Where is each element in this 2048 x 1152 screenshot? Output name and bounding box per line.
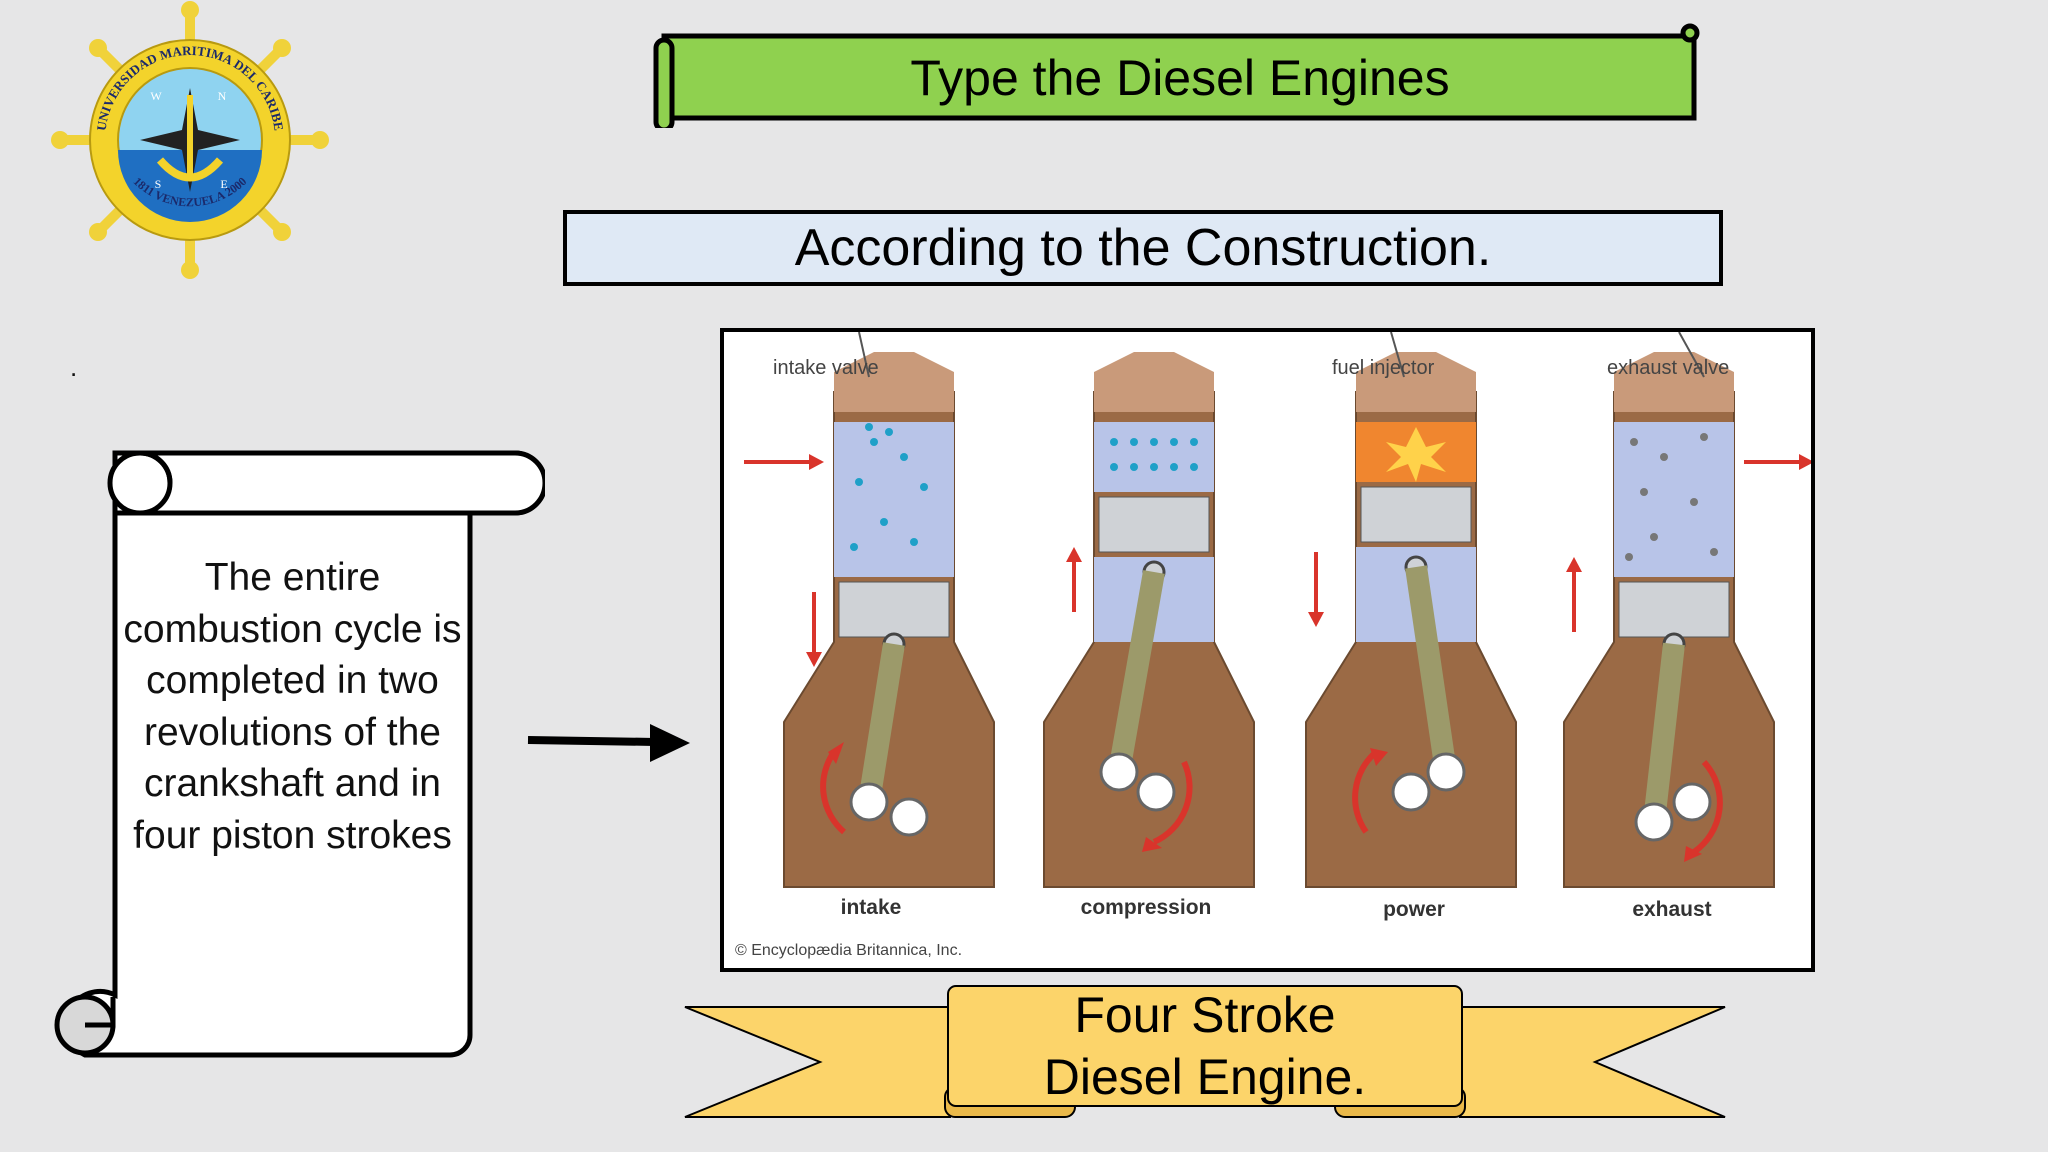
stage-label-intake: intake	[840, 896, 902, 919]
stage-exhaust-illustration	[1563, 332, 1811, 888]
stage-compression-illustration	[1043, 352, 1255, 888]
compass-e: E	[220, 177, 227, 191]
title-banner	[653, 23, 1700, 128]
scroll-text: The entire combustion cycle is completed…	[123, 556, 462, 857]
stage-intake-illustration	[744, 332, 995, 888]
scroll-shape	[54, 450, 545, 1058]
subtitle-box: According to the Construction.	[563, 210, 1723, 286]
label-intake-valve: intake valve	[773, 357, 879, 379]
compass-n: N	[218, 89, 227, 103]
ribbon-banner	[684, 985, 1726, 1118]
stage-label-power: power	[1383, 898, 1445, 921]
stage-power-illustration	[1305, 332, 1517, 888]
university-logo: UNIVERSIDAD MARITIMA DEL CARIBE 1811 VEN…	[51, 1, 329, 279]
ribbon-text: Four Stroke Diesel Engine.	[945, 984, 1465, 1108]
ribbon-line-2: Diesel Engine.	[1043, 1049, 1367, 1105]
compass-w: W	[150, 89, 162, 103]
label-fuel-injector: fuel injector	[1332, 357, 1435, 379]
ribbon-line-1: Four Stroke	[1074, 987, 1336, 1043]
subtitle-text: According to the Construction.	[794, 219, 1492, 277]
bullet-dot: .	[70, 352, 78, 382]
diagram-credit: © Encyclopædia Britannica, Inc.	[735, 942, 963, 959]
label-exhaust-valve: exhaust valve	[1607, 357, 1730, 379]
stage-label-exhaust: exhaust	[1632, 898, 1712, 921]
four-stroke-diagram	[744, 332, 1811, 888]
right-arrow-icon	[527, 724, 690, 762]
stage-label-compression: compression	[1080, 896, 1212, 919]
compass-s: S	[155, 177, 162, 191]
